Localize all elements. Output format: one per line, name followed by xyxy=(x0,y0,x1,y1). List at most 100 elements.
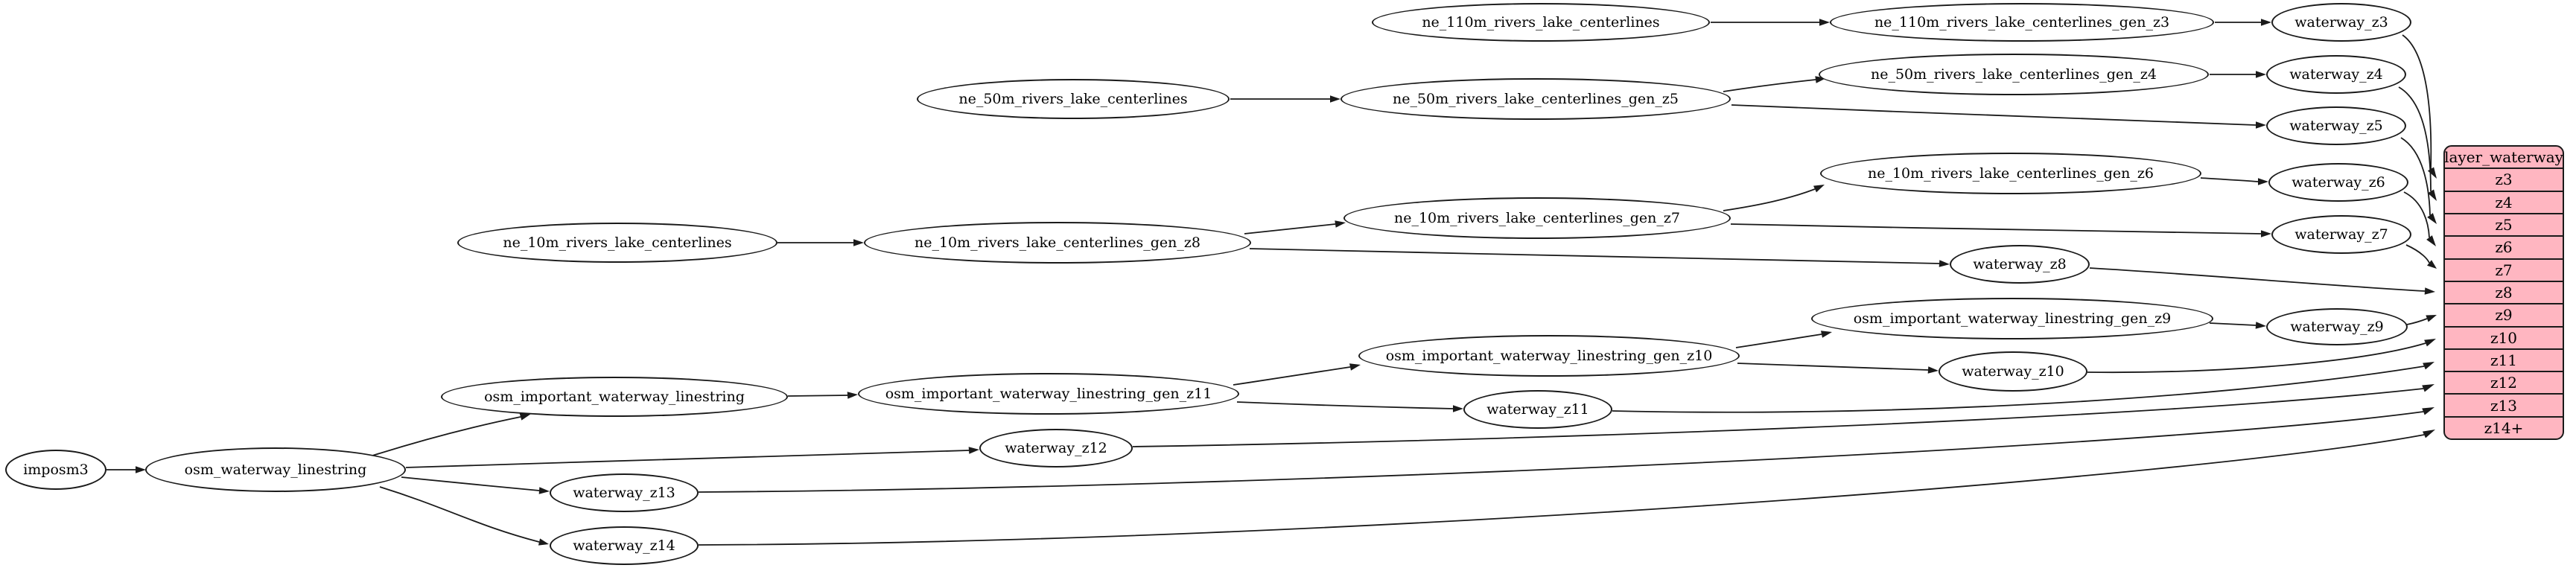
arrowhead xyxy=(2258,178,2268,185)
node-osm-important-waterway-linestring-gen-z9: osm_important_waterway_linestring_gen_z9 xyxy=(1811,298,2213,339)
arrowhead xyxy=(519,413,531,421)
arrowhead xyxy=(1819,19,1830,26)
arrowhead xyxy=(2426,235,2436,246)
arrowhead xyxy=(1927,366,1939,374)
node-waterway-z11: waterway_z11 xyxy=(1463,390,1612,429)
arrowhead xyxy=(2261,230,2271,237)
node-label: waterway_z8 xyxy=(1973,256,2067,272)
arrowhead xyxy=(1813,185,1825,193)
node-ne-10m-rivers-lake-centerlines-gen-z7: ne_10m_rivers_lake_centerlines_gen_z7 xyxy=(1343,197,1731,239)
edge-ne_50m_rivers_lake_centerlines_gen_z5-to-ne_50m_rivers_lake_centerlines_gen_z4 xyxy=(1723,79,1816,92)
node-label: ne_110m_rivers_lake_centerlines xyxy=(1422,14,1660,31)
node-waterway-z9: waterway_z9 xyxy=(2266,308,2408,345)
node-waterway-z7: waterway_z7 xyxy=(2271,215,2411,254)
edge-osm_waterway_linestring-to-waterway_z12 xyxy=(405,450,970,468)
node-osm-important-waterway-linestring-gen-z11: osm_important_waterway_linestring_gen_z1… xyxy=(858,373,1239,415)
node-label: waterway_z5 xyxy=(2289,118,2383,134)
node-label: osm_important_waterway_linestring xyxy=(484,389,745,405)
node-waterway-z10: waterway_z10 xyxy=(1939,351,2087,392)
node-label: imposm3 xyxy=(23,462,89,478)
arrowhead xyxy=(2255,322,2266,329)
node-label: ne_10m_rivers_lake_centerlines_gen_z7 xyxy=(1393,210,1681,226)
edge-osm_important_waterway_linestring-to-osm_important_waterway_linestring_gen_z11 xyxy=(787,395,848,397)
record-header: layer_waterway xyxy=(2444,148,2563,167)
record-row-z12: z12 xyxy=(2445,371,2563,393)
edge-waterway_z6-to-z6 xyxy=(2403,191,2430,238)
node-waterway-z5: waterway_z5 xyxy=(2266,106,2406,145)
arrowhead xyxy=(1335,220,1346,228)
arrowhead xyxy=(2261,19,2271,26)
arrowhead xyxy=(2256,71,2266,78)
record-row-z6: z6 xyxy=(2445,235,2563,258)
arrowhead xyxy=(2424,287,2435,295)
edge-waterway_z9-to-z9 xyxy=(2406,318,2428,325)
edge-waterway_z14-to-z14+ xyxy=(698,434,2425,546)
arrowhead xyxy=(1453,405,1463,412)
arrowhead xyxy=(853,239,864,246)
edge-osm_waterway_linestring-to-osm_important_waterway_linestring xyxy=(369,416,521,457)
record-row-z13: z13 xyxy=(2445,393,2563,415)
arrowhead xyxy=(136,466,146,473)
edge-waterway_z10-to-z10 xyxy=(2087,342,2426,374)
arrowhead xyxy=(2427,213,2437,224)
arrowhead xyxy=(1820,331,1832,338)
node-label: ne_110m_rivers_lake_centerlines_gen_z3 xyxy=(1874,14,2170,31)
edge-osm_important_waterway_linestring_gen_z9-to-waterway_z9 xyxy=(2209,322,2257,326)
node-label: ne_10m_rivers_lake_centerlines_gen_z8 xyxy=(914,234,1201,251)
arrowhead xyxy=(2422,430,2435,438)
node-waterway-z12: waterway_z12 xyxy=(979,429,1133,468)
edge-osm_important_waterway_linestring_gen_z11-to-waterway_z11 xyxy=(1236,401,1454,409)
node-label: ne_10m_rivers_lake_centerlines xyxy=(503,234,732,251)
node-osm-waterway-linestring: osm_waterway_linestring xyxy=(145,447,406,492)
node-label: waterway_z14 xyxy=(573,537,675,554)
edge-ne_50m_rivers_lake_centerlines_gen_z5-to-waterway_z5 xyxy=(1731,104,2257,126)
node-label: waterway_z9 xyxy=(2290,319,2384,335)
edge-osm_waterway_linestring-to-waterway_z14 xyxy=(379,486,540,543)
record-row-z8: z8 xyxy=(2445,280,2563,303)
edge-waterway_z4-to-z4 xyxy=(2398,86,2432,192)
node-label: waterway_z12 xyxy=(1005,440,1107,456)
edge-ne_10m_rivers_lake_centerlines_gen_z8-to-waterway_z8 xyxy=(1249,248,1940,264)
record-row-z3: z3 xyxy=(2445,167,2563,190)
arrowhead xyxy=(2427,260,2437,269)
record-layer-waterway: layer_waterway z3 z4 z5 z6 z7 z8 z9 z10 … xyxy=(2443,145,2564,440)
edge-ne_10m_rivers_lake_centerlines_gen_z6-to-waterway_z6 xyxy=(2200,177,2259,182)
node-ne-110m-rivers-lake-centerlines: ne_110m_rivers_lake_centerlines xyxy=(1372,3,1710,42)
node-imposm3: imposm3 xyxy=(5,450,106,490)
edge-waterway_z3-to-z3 xyxy=(2402,34,2432,170)
record-row-z5: z5 xyxy=(2445,212,2563,235)
node-ne-110m-rivers-lake-centerlines-gen-z3: ne_110m_rivers_lake_centerlines_gen_z3 xyxy=(1830,3,2214,42)
arrowhead xyxy=(538,487,550,494)
arrowhead xyxy=(538,538,549,546)
arrowhead xyxy=(2422,407,2435,415)
node-waterway-z14: waterway_z14 xyxy=(550,526,699,565)
record-row-z4: z4 xyxy=(2445,190,2563,213)
node-label: osm_important_waterway_linestring_gen_z1… xyxy=(1385,348,1713,364)
edge-osm_important_waterway_linestring_gen_z10-to-osm_important_waterway_linestring_gen_z9 xyxy=(1735,334,1822,348)
node-waterway-z3: waterway_z3 xyxy=(2271,3,2411,42)
node-label: waterway_z3 xyxy=(2294,14,2388,31)
arrowhead xyxy=(2422,384,2435,392)
node-label: osm_important_waterway_linestring_gen_z9 xyxy=(1853,310,2172,327)
arrowhead xyxy=(1939,260,1950,267)
edge-osm_waterway_linestring-to-waterway_z13 xyxy=(401,476,540,491)
record-row-z11: z11 xyxy=(2445,348,2563,371)
node-label: waterway_z11 xyxy=(1486,401,1589,418)
node-ne-50m-rivers-lake-centerlines: ne_50m_rivers_lake_centerlines xyxy=(917,79,1230,119)
edge-waterway_z7-to-z7 xyxy=(2405,244,2430,264)
node-waterway-z6: waterway_z6 xyxy=(2268,163,2408,202)
arrowhead xyxy=(2427,189,2437,201)
node-osm-important-waterway-linestring: osm_important_waterway_linestring xyxy=(441,377,788,417)
node-label: waterway_z13 xyxy=(573,485,675,501)
node-label: waterway_z4 xyxy=(2289,66,2383,83)
arrowhead xyxy=(968,447,979,454)
edge-waterway_z5-to-z5 xyxy=(2400,137,2431,216)
record-row-z10: z10 xyxy=(2445,325,2563,348)
arrowhead xyxy=(2424,339,2436,347)
node-ne-10m-rivers-lake-centerlines-gen-z8: ne_10m_rivers_lake_centerlines_gen_z8 xyxy=(864,222,1251,264)
arrowhead xyxy=(1330,95,1341,103)
node-waterway-z4: waterway_z4 xyxy=(2266,55,2406,94)
edge-osm_important_waterway_linestring_gen_z10-to-waterway_z10 xyxy=(1737,363,1929,371)
